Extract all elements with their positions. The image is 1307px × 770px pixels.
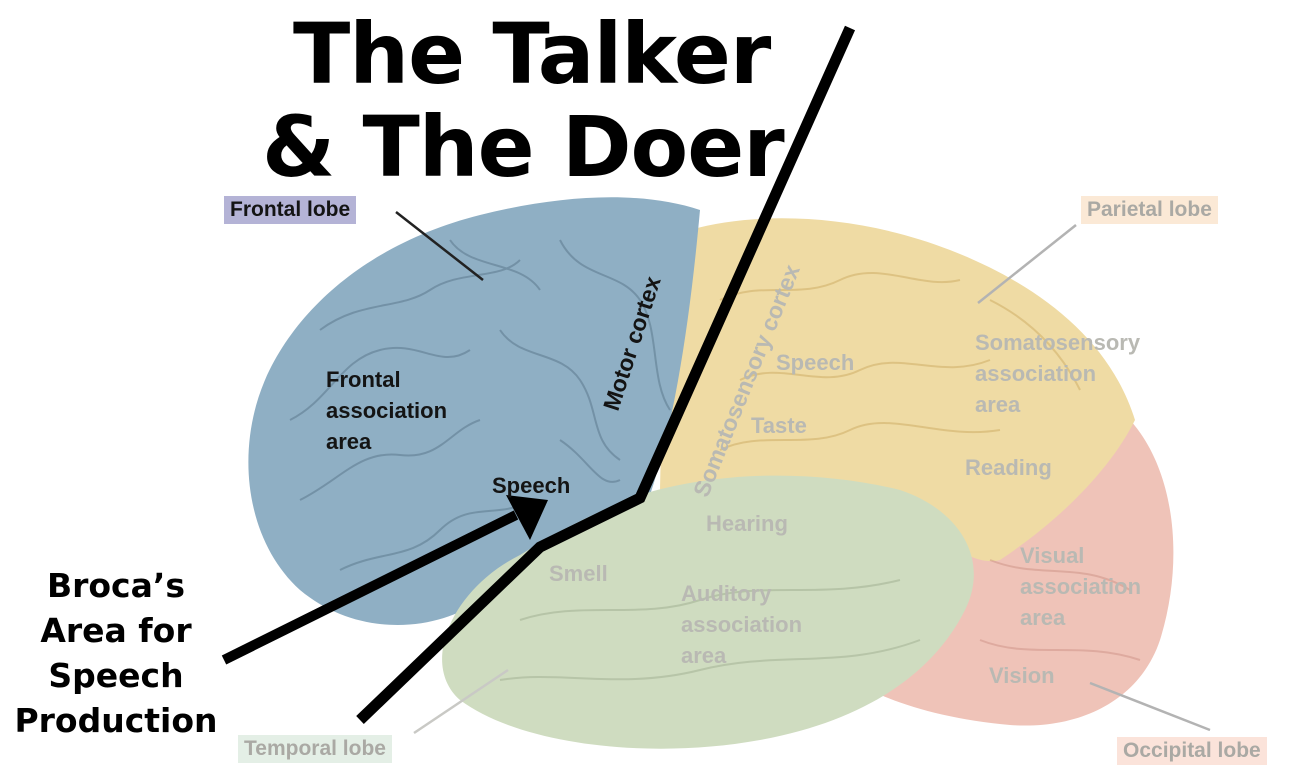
somatosensory-association-line-1: Somatosensory — [975, 330, 1141, 355]
frontal-lobe-leader-line — [395, 211, 484, 281]
somatosensory-association-area-label: Somatosensory association area — [975, 327, 1140, 420]
auditory-association-line-1: Auditory — [681, 581, 772, 606]
broca-arrow-shaft — [221, 510, 519, 665]
parietal-lobe-region — [660, 218, 1135, 562]
temporal-lobe-region — [442, 475, 974, 749]
temporal-gyri-texture — [499, 579, 921, 681]
visual-association-line-1: Visual — [1020, 543, 1085, 568]
auditory-association-line-3: area — [681, 643, 727, 668]
smell-label: Smell — [549, 561, 608, 586]
frontal-association-line-2: association — [326, 398, 448, 423]
broca-line-1: Broca’s — [46, 566, 186, 605]
parietal-gyri-texture — [719, 271, 1081, 451]
temporal-lobe-leader-line — [413, 668, 509, 735]
hearing-label: Hearing — [706, 511, 788, 536]
somatosensory-association-line-2: association — [975, 361, 1097, 386]
title-line-1: The Talker — [293, 5, 771, 103]
broca-line-4: Production — [14, 701, 218, 740]
broca-arrow-head — [506, 495, 548, 540]
frontal-association-area-label: Frontal association area — [326, 364, 447, 457]
occipital-gyri-texture — [979, 559, 1141, 661]
taste-label: Taste — [751, 413, 807, 438]
visual-association-line-3: area — [1020, 605, 1066, 630]
occipital-lobe-label: Occipital lobe — [1117, 737, 1267, 765]
occipital-lobe-leader-line — [1089, 681, 1211, 732]
auditory-association-line-2: association — [681, 612, 803, 637]
speech-parietal-label: Speech — [776, 350, 855, 375]
somatosensory-association-line-3: area — [975, 392, 1021, 417]
title-line-2: & The Doer — [262, 98, 785, 196]
visual-association-area-label: Visual association area — [1020, 540, 1141, 633]
frontal-association-line-3: area — [326, 429, 372, 454]
temporal-lobe-label: Temporal lobe — [238, 735, 392, 763]
broca-line-2: Area for — [40, 611, 192, 650]
visual-association-line-2: association — [1020, 574, 1142, 599]
broca-annotation: Broca’s Area for Speech Production — [0, 563, 232, 743]
reading-label: Reading — [965, 455, 1052, 480]
occipital-lobe-region — [870, 420, 1174, 726]
vision-label: Vision — [989, 663, 1055, 688]
division-line — [356, 25, 856, 724]
brain-gyri-texture — [289, 239, 671, 571]
speech-frontal-label: Speech — [492, 473, 571, 498]
auditory-association-area-label: Auditory association area — [681, 578, 802, 671]
frontal-lobe-label: Frontal lobe — [224, 196, 357, 224]
broca-line-3: Speech — [48, 656, 184, 695]
parietal-lobe-label: Parietal lobe — [1081, 196, 1218, 224]
frontal-association-line-1: Frontal — [326, 367, 401, 392]
parietal-lobe-leader-line — [977, 224, 1077, 304]
